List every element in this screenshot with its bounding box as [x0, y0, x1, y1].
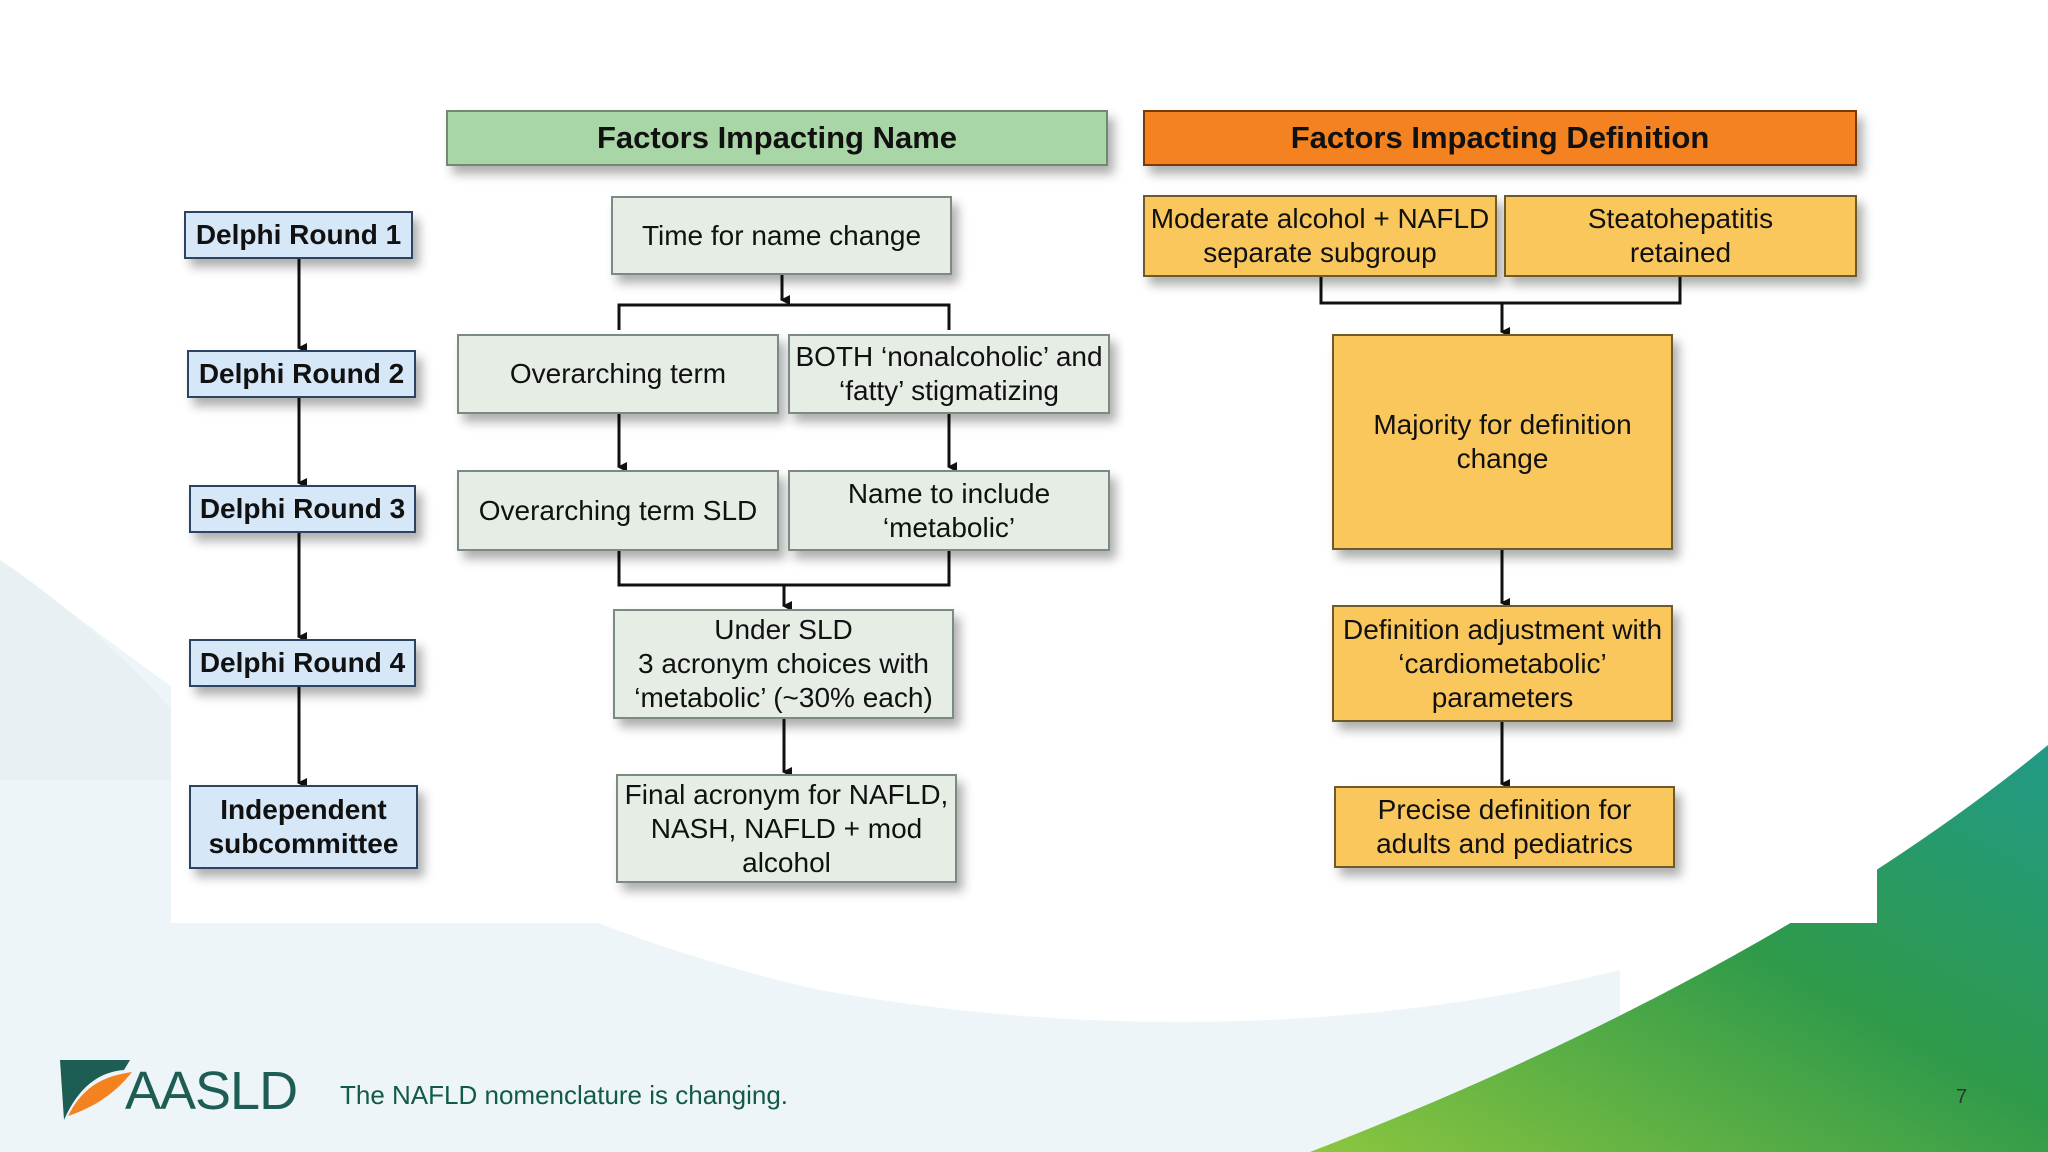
- adjustment-line-3: parameters: [1431, 681, 1574, 713]
- precise-line-2: adults and pediatrics: [1376, 828, 1633, 859]
- under-sld-line-1: Under SLD: [714, 614, 853, 645]
- subcommittee-line-2: subcommittee: [208, 828, 399, 859]
- box-steatohepatitis-retained: Steatohepatitis retained: [1504, 195, 1857, 277]
- box-final-acronym: Final acronym for NAFLD, NASH, NAFLD + m…: [616, 774, 957, 883]
- delphi-round-3-label: Delphi Round 3: [199, 493, 406, 524]
- overarching-term-text: Overarching term: [509, 358, 727, 389]
- moderate-alcohol-line-2: separate subgroup: [1203, 237, 1437, 268]
- delphi-round-2: Delphi Round 2: [187, 350, 416, 398]
- green-swoosh: [1310, 745, 2048, 1152]
- delphi-round-1: Delphi Round 1: [184, 211, 413, 259]
- connector-merge-definition: [1319, 277, 1682, 305]
- box-precise-definition: Precise definition for adults and pediat…: [1334, 786, 1675, 868]
- connector-merge-name: [617, 551, 951, 587]
- independent-subcommittee: Independent subcommittee: [189, 785, 418, 869]
- box-overarching-term-sld: Overarching term SLD: [457, 470, 779, 551]
- metabolic-line-1: Name to include: [847, 477, 1051, 509]
- under-sld-line-3: ‘metabolic’ (~30% each): [634, 682, 933, 713]
- box-definition-adjustment: Definition adjustment with ‘cardiometabo…: [1332, 605, 1673, 722]
- footer-tagline: The NAFLD nomenclature is changing.: [340, 1080, 789, 1110]
- aasld-logo-mark: [60, 1060, 132, 1120]
- header-definition-text: Factors Impacting Definition: [1290, 120, 1710, 155]
- delphi-round-3: Delphi Round 3: [189, 485, 416, 533]
- header-name-text: Factors Impacting Name: [596, 120, 958, 155]
- adjustment-line-1: Definition adjustment with: [1342, 613, 1663, 645]
- box-overarching-term: Overarching term: [457, 334, 779, 414]
- box-name-include-metabolic: Name to include ‘metabolic’: [788, 470, 1110, 551]
- moderate-alcohol-line-1: Moderate alcohol + NAFLD: [1150, 203, 1490, 234]
- delphi-round-4-label: Delphi Round 4: [199, 647, 406, 678]
- delphi-round-2-label: Delphi Round 2: [198, 358, 405, 389]
- connector-split-name: [617, 303, 951, 330]
- under-sld-line-2: 3 acronym choices with: [637, 648, 929, 679]
- adjustment-line-2: ‘cardiometabolic’: [1398, 647, 1607, 679]
- steatohepatitis-line-2: retained: [1629, 237, 1732, 268]
- page-number: 7: [1956, 1086, 1968, 1108]
- both-stigmatizing-line-1: BOTH ‘nonalcoholic’ and: [795, 341, 1103, 372]
- header-factors-impacting-definition: Factors Impacting Definition: [1143, 110, 1857, 166]
- box-moderate-alcohol: Moderate alcohol + NAFLD separate subgro…: [1143, 195, 1497, 277]
- box-time-for-name-change: Time for name change: [611, 196, 952, 275]
- delphi-round-1-label: Delphi Round 1: [195, 219, 402, 250]
- metabolic-line-2: ‘metabolic’: [882, 511, 1016, 543]
- precise-line-1: Precise definition for: [1377, 794, 1632, 825]
- time-for-name-change-text: Time for name change: [641, 219, 922, 251]
- final-acronym-line-2: NASH, NAFLD + mod: [650, 812, 923, 844]
- overarching-term-sld-text: Overarching term SLD: [478, 494, 758, 526]
- final-acronym-line-3: alcohol: [742, 846, 831, 878]
- background-light-wave: [0, 560, 1620, 1152]
- majority-line-2: change: [1456, 443, 1549, 474]
- box-majority-definition-change: Majority for definition change: [1332, 334, 1673, 550]
- final-acronym-line-1: Final acronym for NAFLD,: [624, 778, 949, 810]
- steatohepatitis-line-1: Steatohepatitis: [1587, 203, 1774, 234]
- box-under-sld: Under SLD 3 acronym choices with ‘metabo…: [613, 609, 954, 719]
- delphi-round-4: Delphi Round 4: [189, 639, 416, 687]
- header-factors-impacting-name: Factors Impacting Name: [446, 110, 1108, 166]
- subcommittee-line-1: Independent: [220, 794, 387, 825]
- both-stigmatizing-line-2: ‘fatty’ stigmatizing: [839, 375, 1059, 406]
- majority-line-1: Majority for definition: [1373, 409, 1632, 440]
- box-both-stigmatizing: BOTH ‘nonalcoholic’ and ‘fatty’ stigmati…: [788, 334, 1110, 414]
- aasld-logo-text: AASLD: [125, 1061, 298, 1121]
